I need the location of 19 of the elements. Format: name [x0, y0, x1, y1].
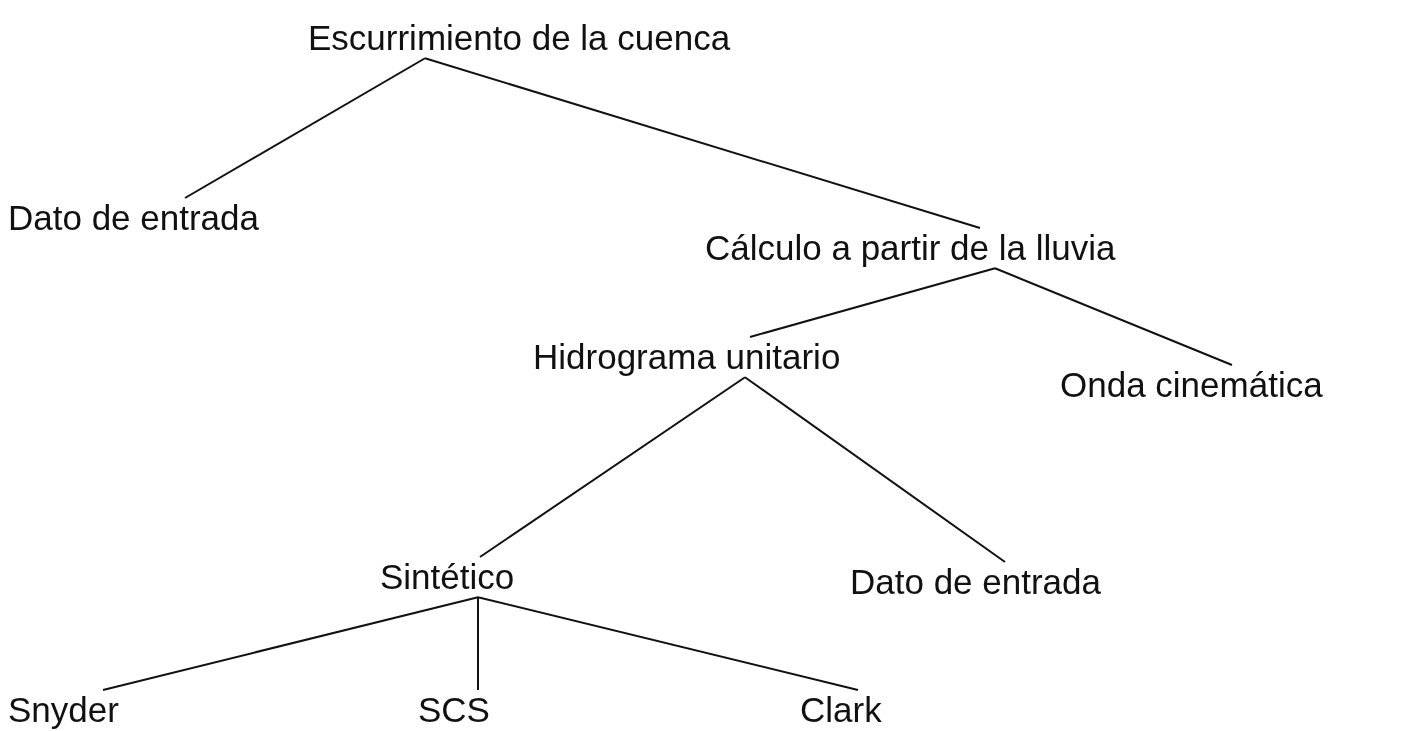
connector-line: [744, 376, 1006, 563]
node-label: Dato de entrada: [8, 198, 259, 239]
node-label: Dato de entrada: [850, 562, 1101, 603]
node-label: Snyder: [8, 690, 119, 731]
node-label: Sintético: [380, 557, 515, 598]
connector-line: [994, 267, 1233, 366]
connector-line: [477, 596, 479, 691]
connector-line: [102, 596, 479, 691]
node-label: SCS: [418, 690, 490, 731]
node-label: Escurrimiento de la cuenca: [308, 18, 731, 59]
connector-line: [477, 596, 859, 691]
node-label: Cálculo a partir de la lluvia: [705, 228, 1116, 269]
connector-line: [184, 57, 426, 199]
connector-line: [479, 376, 746, 558]
node-label: Onda cinemática: [1060, 365, 1323, 406]
node-label: Clark: [800, 690, 882, 731]
connector-line: [424, 57, 981, 229]
node-label: Hidrograma unitario: [533, 337, 841, 378]
connector-line: [749, 267, 996, 338]
